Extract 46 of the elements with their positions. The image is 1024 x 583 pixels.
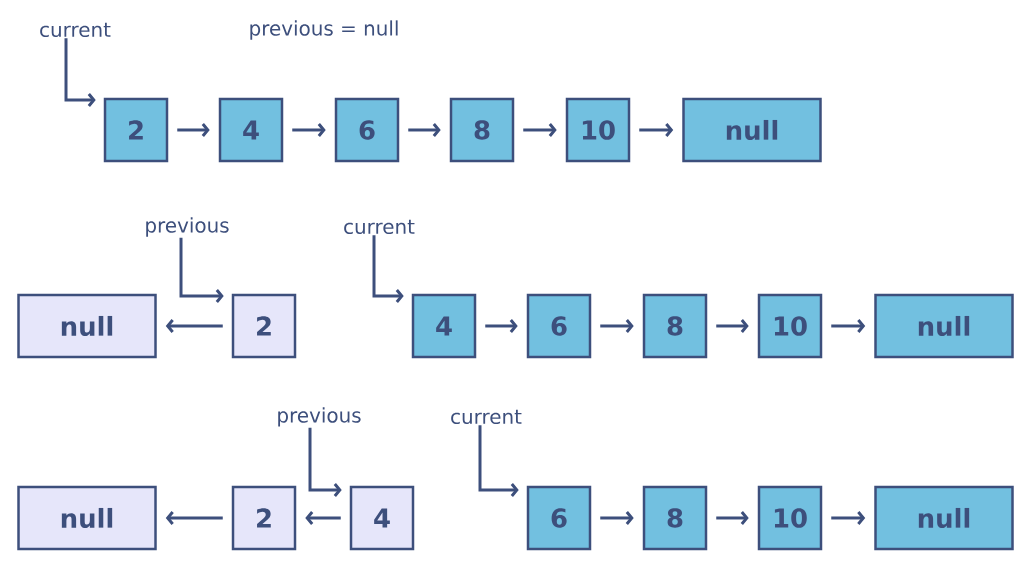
list-node-box: null <box>874 293 1014 359</box>
list-node-box: 10 <box>757 485 823 551</box>
arrow <box>305 511 341 525</box>
list-node-box: 2 <box>231 293 297 359</box>
leader-arrow <box>64 38 96 107</box>
pointer-label: previous = null <box>250 20 398 40</box>
arrow <box>177 123 210 137</box>
arrow <box>831 511 866 525</box>
arrow <box>831 319 866 333</box>
list-node-box: 6 <box>526 485 592 551</box>
arrow <box>716 319 749 333</box>
arrow <box>165 319 223 333</box>
arrow <box>165 511 223 525</box>
list-node-box: 8 <box>449 97 515 163</box>
leader-arrow <box>478 425 519 497</box>
arrow <box>292 123 326 137</box>
arrow <box>639 123 674 137</box>
list-node-box: null <box>682 97 822 163</box>
list-node-box: null <box>17 485 157 551</box>
arrow <box>600 511 634 525</box>
list-node-box: 2 <box>231 485 297 551</box>
list-node-box: 4 <box>411 293 477 359</box>
list-node-box: null <box>17 293 157 359</box>
leader-arrow <box>372 235 404 303</box>
arrow <box>600 319 634 333</box>
list-node-box: 8 <box>642 485 708 551</box>
arrow <box>716 511 749 525</box>
list-node-box: 6 <box>526 293 592 359</box>
list-node-box: 8 <box>642 293 708 359</box>
leader-arrow <box>308 427 342 497</box>
list-node-box: 2 <box>103 97 169 163</box>
arrow <box>485 319 518 333</box>
list-node-box: 10 <box>565 97 631 163</box>
pointer-label: current <box>40 22 111 38</box>
arrow <box>523 123 557 137</box>
leader-arrow <box>179 237 224 303</box>
pointer-label: current <box>344 219 415 235</box>
arrow <box>408 123 441 137</box>
list-node-box: 10 <box>757 293 823 359</box>
pointer-label: current <box>451 409 522 425</box>
pointer-label: previous <box>278 407 361 427</box>
pointer-label: previous <box>146 217 229 237</box>
list-node-box: 4 <box>349 485 415 551</box>
list-node-box: 4 <box>218 97 284 163</box>
list-node-box: 6 <box>334 97 400 163</box>
list-node-box: null <box>874 485 1014 551</box>
